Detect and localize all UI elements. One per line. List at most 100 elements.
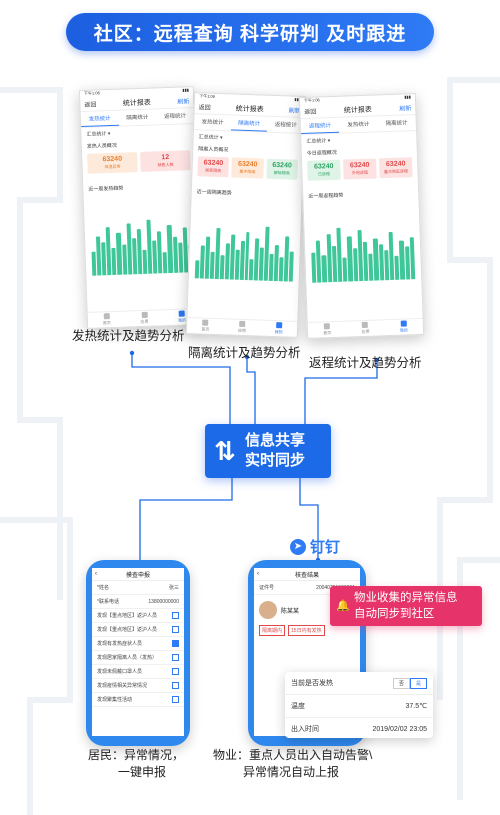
chart-bar — [409, 237, 416, 280]
sync-hub: ⇅ 信息共享 实时同步 — [205, 424, 331, 478]
isolation-stats-phone: 下午1:06▮▮▮ 返回 统计报表 刷新 发热统计 隔离统计 返程统计 汇总统计… — [185, 92, 307, 338]
tab-isolate[interactable]: 隔离统计 — [230, 115, 268, 132]
chart-bar — [142, 249, 148, 274]
yes-option[interactable]: 是 — [409, 677, 427, 689]
person-name: 陈某某 — [281, 608, 300, 615]
status-badge: 15日内有发热 — [288, 625, 325, 636]
chart-bar — [105, 227, 112, 276]
back-button[interactable]: 返回 — [84, 102, 97, 109]
nav-title: 统计报表 — [235, 105, 264, 114]
checkbox[interactable] — [172, 668, 179, 675]
report-option[interactable]: 发现未佩戴口罩人员 — [92, 665, 184, 679]
report-option[interactable]: 发现聚集性活动 — [92, 693, 184, 707]
back-button[interactable]: 返回 — [198, 105, 211, 112]
chart-bar — [321, 255, 327, 283]
back-button[interactable]: 返回 — [304, 109, 317, 116]
chart-bar — [121, 244, 127, 275]
apps-icon — [362, 321, 369, 329]
bottom-tabbar: 首页 应用 我的 — [307, 317, 424, 338]
access-time: 2019/02/02 23:05 — [372, 725, 428, 733]
tabbar-me[interactable]: 我的 — [260, 321, 297, 337]
chart-bar — [347, 236, 353, 282]
checkbox[interactable] — [172, 654, 179, 661]
isolation-trend-chart — [192, 218, 298, 282]
checkbox[interactable] — [172, 640, 179, 647]
no-option[interactable]: 否 — [392, 677, 410, 689]
chart-bar — [157, 231, 163, 274]
report-option[interactable]: 发现【重点地区】返沪人员 — [92, 609, 184, 623]
bottom-tabbar: 首页 应用 我的 — [186, 317, 298, 337]
chart-bar — [362, 241, 369, 281]
chart-bar — [91, 251, 97, 276]
caption-return: 返程统计及趋势分析 — [309, 356, 422, 370]
tab-fever[interactable]: 发热统计 — [201, 119, 224, 127]
tab-return[interactable]: 返程统计 — [300, 117, 340, 135]
chart-title: 近一周发热趋势 — [88, 185, 124, 193]
tabbar-apps[interactable]: 应用 — [346, 320, 385, 336]
user-icon — [275, 322, 282, 329]
user-icon — [178, 310, 186, 317]
chart-bar — [288, 251, 294, 282]
chart-bar — [399, 240, 405, 280]
chart-bar — [336, 227, 343, 282]
report-option[interactable]: 发现【重点地区】返沪人员 — [92, 623, 184, 637]
chart-bar — [326, 234, 333, 283]
caption-isolate: 隔离统计及趋势分析 — [188, 346, 301, 360]
back-icon[interactable]: ‹ — [257, 571, 259, 577]
bell-icon: 🔔 — [336, 600, 350, 612]
chart-bar — [394, 255, 400, 280]
refresh-button[interactable]: 刷新 — [399, 106, 412, 113]
sync-arrows-icon: ⇅ — [214, 435, 236, 466]
chart-bar — [126, 223, 133, 275]
tabbar-apps[interactable]: 应用 — [223, 319, 260, 335]
hub-line1: 信息共享 — [245, 432, 306, 449]
checkbox[interactable] — [172, 682, 179, 689]
tab-fever[interactable]: 发热统计 — [80, 110, 119, 128]
chart-bar — [378, 244, 385, 281]
tab-return[interactable]: 返程统计 — [163, 113, 187, 121]
checkbox[interactable] — [172, 696, 179, 703]
tabbar-home[interactable]: 首页 — [308, 322, 347, 338]
report-option[interactable]: 发现疫情相关异常情况 — [92, 679, 184, 693]
fever-check-popup: 当前是否发热 否是 温度 37.5℃ 出入时间 2019/02/02 23:05 — [285, 672, 433, 738]
nav-title: 统计报表 — [122, 99, 151, 108]
tab-isolate[interactable]: 隔离统计 — [126, 114, 149, 122]
user-icon — [400, 320, 407, 327]
return-trend-chart — [307, 219, 418, 283]
home-icon — [202, 319, 209, 326]
chart-bar — [162, 252, 168, 274]
caption-resident: 居民：异常情况， 一键申报 — [88, 748, 185, 779]
chart-bar — [357, 230, 364, 282]
status-badge: 隔离期内 — [259, 625, 286, 636]
chart-bar — [316, 240, 322, 283]
fever-stats-phone: 下午1:06▮▮▮ 返回 统计报表 刷新 发热统计 隔离统计 返程统计 汇总统计… — [78, 86, 203, 329]
refresh-button[interactable]: 刷新 — [177, 99, 190, 106]
tabbar-home[interactable]: 首页 — [187, 318, 224, 334]
result-title: 核查结果 — [294, 572, 319, 579]
report-option[interactable]: 发现居家隔离人员（发热） — [92, 651, 184, 665]
tab-isolate[interactable]: 隔离统计 — [385, 120, 408, 128]
return-stats-phone: 下午1:06▮▮▮ 返回 统计报表 刷新 返程统计 发热统计 隔离统计 汇总统计… — [298, 93, 425, 339]
home-icon — [103, 313, 110, 320]
fever-trend-chart — [87, 212, 196, 276]
checkbox[interactable] — [172, 626, 179, 633]
checkbox[interactable] — [172, 612, 179, 619]
tabbar-me[interactable]: 我的 — [384, 319, 423, 335]
chart-bar — [388, 231, 395, 281]
name-field[interactable]: 张三 — [168, 585, 179, 591]
dingding-icon: ➤ — [290, 538, 306, 555]
tab-fever[interactable]: 发热统计 — [347, 121, 370, 129]
back-icon[interactable]: ‹ — [95, 571, 97, 577]
phone-field[interactable]: 13800000000 — [148, 598, 179, 605]
chart-bar — [219, 255, 225, 280]
report-option[interactable]: 发现有发热症状人员 — [92, 637, 184, 651]
